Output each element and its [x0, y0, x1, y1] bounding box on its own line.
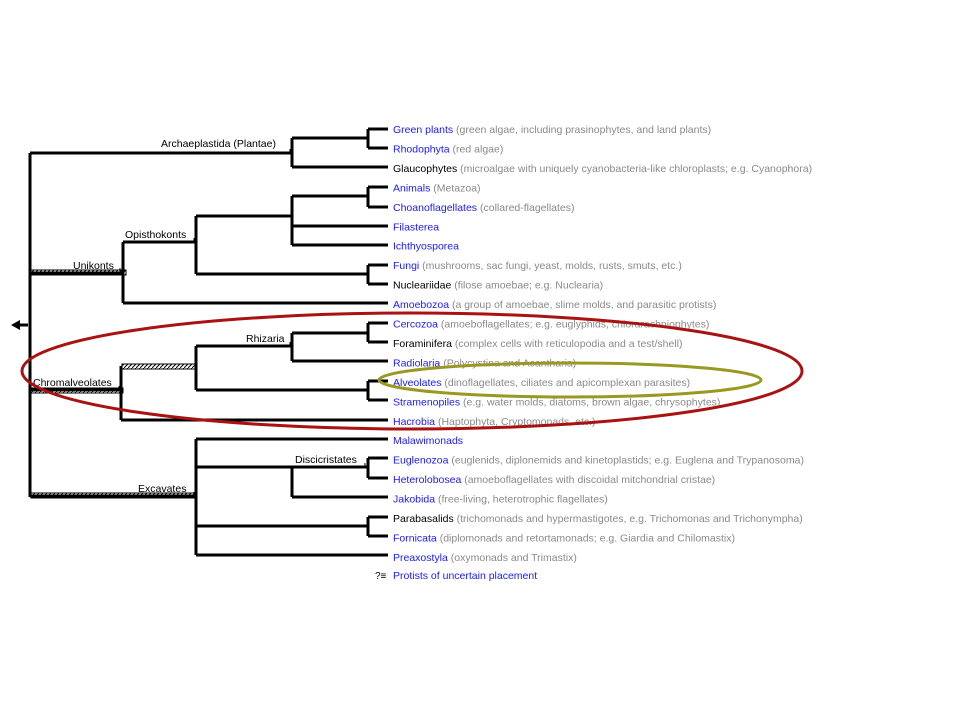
- taxon-alveolates-name[interactable]: Alveolates: [393, 377, 441, 389]
- taxon-cercozoa: Cercozoa (amoeboflagellates; e.g. euglyp…: [393, 319, 709, 331]
- taxon-parabasalids-name: Parabasalids: [393, 513, 454, 525]
- taxon-nucleariidae-name: Nucleariidae: [393, 280, 452, 292]
- taxon-stramenopiles: Stramenopiles (e.g. water molds, diatoms…: [393, 396, 720, 408]
- uncertain-marker-icon: ?≡: [375, 571, 387, 582]
- taxon-fornicata: Fornicata (diplomonads and retortamonads…: [393, 533, 735, 545]
- clade-opisthokonts-label: Opisthokonts: [125, 229, 186, 241]
- tree-branches: [30, 127, 388, 557]
- taxon-radiolaria-name[interactable]: Radiolaria: [393, 357, 440, 369]
- taxon-foraminifera-description: (complex cells with reticulopodia and a …: [452, 338, 683, 350]
- alveolates-highlight-ellipse: [377, 361, 763, 399]
- taxon-ichthyosporea: Ichthyosporea: [393, 241, 459, 253]
- taxon-foraminifera-name: Foraminifera: [393, 338, 452, 350]
- taxon-filasterea: Filasterea: [393, 221, 439, 233]
- root-arrow-icon: [11, 320, 20, 330]
- taxon-ichthyosporea-name[interactable]: Ichthyosporea: [393, 241, 459, 253]
- taxon-glaucophytes-name: Glaucophytes: [393, 163, 457, 175]
- taxon-list: Green plants (green algae, including pra…: [393, 124, 812, 564]
- taxon-glaucophytes: Glaucophytes (microalgae with uniquely c…: [393, 163, 812, 175]
- clade-discicristates-label: Discicristates: [295, 454, 357, 466]
- taxon-green-plants: Green plants (green algae, including pra…: [393, 124, 711, 136]
- taxon-stramenopiles-description: (e.g. water molds, diatoms, brown algae,…: [460, 396, 720, 408]
- taxon-jakobida-name[interactable]: Jakobida: [393, 494, 435, 506]
- taxon-preaxostyla-description: (oxymonads and Trimastix): [448, 552, 577, 564]
- taxon-malawimonads-name[interactable]: Malawimonads: [393, 435, 463, 447]
- taxon-green-plants-name[interactable]: Green plants: [393, 124, 453, 136]
- taxon-jakobida-description: (free-living, heterotrophic flagellates): [435, 494, 608, 506]
- clade-unikonts-label: Unikonts: [73, 260, 114, 272]
- taxon-cercozoa-description: (amoeboflagellates; e.g. euglyphids, chl…: [438, 319, 709, 331]
- clade-rhizaria-label: Rhizaria: [246, 333, 285, 345]
- taxon-foraminifera: Foraminifera (complex cells with reticul…: [393, 338, 682, 350]
- taxon-animals-description: (Metazoa): [430, 182, 480, 194]
- taxon-malawimonads: Malawimonads: [393, 435, 463, 447]
- taxon-parabasalids: Parabasalids (trichomonads and hypermast…: [393, 513, 803, 525]
- taxon-fungi: Fungi (mushrooms, sac fungi, yeast, mold…: [393, 260, 682, 272]
- taxon-fornicata-description: (diplomonads and retortamonads; e.g. Gia…: [437, 533, 735, 545]
- chromalveolates-highlight-ellipse: [20, 311, 804, 431]
- taxon-heterolobosea-description: (amoeboflagellates with discoidal mitcho…: [461, 474, 715, 486]
- taxon-euglenozoa-name[interactable]: Euglenozoa: [393, 455, 449, 467]
- taxon-heterolobosea: Heterolobosea (amoeboflagellates with di…: [393, 474, 715, 486]
- taxon-nucleariidae-description: (filose amoebae; e.g. Nuclearia): [451, 280, 603, 292]
- taxon-amoebozoa-description: (a group of amoebae, slime molds, and pa…: [449, 299, 716, 311]
- taxon-preaxostyla: Preaxostyla (oxymonads and Trimastix): [393, 552, 577, 564]
- taxon-preaxostyla-name[interactable]: Preaxostyla: [393, 552, 448, 564]
- taxon-hacrobia-name[interactable]: Hacrobia: [393, 416, 435, 428]
- clade-label-ticks: [118, 149, 366, 496]
- taxon-animals: Animals (Metazoa): [393, 182, 481, 194]
- rhizaria-hatch: [121, 363, 198, 370]
- taxon-alveolates-description: (dinoflagellates, ciliates and apicomple…: [441, 377, 690, 389]
- taxon-amoebozoa: Amoebozoa (a group of amoebae, slime mol…: [393, 299, 716, 311]
- clade-archaeplastida-label: Archaeplastida (Plantae): [161, 138, 276, 150]
- taxon-green-plants-description: (green algae, including prasinophytes, a…: [453, 124, 711, 136]
- taxon-filasterea-name[interactable]: Filasterea: [393, 221, 439, 233]
- taxon-alveolates: Alveolates (dinoflagellates, ciliates an…: [393, 377, 690, 389]
- taxon-fungi-name[interactable]: Fungi: [393, 260, 419, 272]
- taxon-amoebozoa-name[interactable]: Amoebozoa: [393, 299, 449, 311]
- clade-chromalveolates-label: Chromalveolates: [33, 377, 112, 389]
- taxon-cercozoa-name[interactable]: Cercozoa: [393, 319, 438, 331]
- taxon-jakobida: Jakobida (free-living, heterotrophic fla…: [393, 494, 608, 506]
- taxon-choanoflagellates-name[interactable]: Choanoflagellates: [393, 202, 477, 214]
- clade-excavates-label: Excavates: [138, 483, 186, 495]
- taxon-glaucophytes-description: (microalgae with uniquely cyanobacteria-…: [457, 163, 812, 175]
- uncertain-placement-link[interactable]: Protists of uncertain placement: [393, 570, 537, 582]
- taxon-rhodophyta-description: (red algae): [450, 143, 504, 155]
- taxon-rhodophyta-name[interactable]: Rhodophyta: [393, 143, 450, 155]
- taxon-animals-name[interactable]: Animals: [393, 182, 430, 194]
- taxon-euglenozoa-description: (euglenids, diplonemids and kinetoplasti…: [448, 455, 803, 467]
- taxon-fornicata-name[interactable]: Fornicata: [393, 533, 437, 545]
- taxon-fungi-description: (mushrooms, sac fungi, yeast, molds, rus…: [419, 260, 682, 272]
- taxon-heterolobosea-name[interactable]: Heterolobosea: [393, 474, 461, 486]
- taxon-parabasalids-description: (trichomonads and hypermastigotes, e.g. …: [454, 513, 803, 525]
- taxon-stramenopiles-name[interactable]: Stramenopiles: [393, 396, 460, 408]
- taxon-choanoflagellates: Choanoflagellates (collared-flagellates): [393, 202, 575, 214]
- taxon-euglenozoa: Euglenozoa (euglenids, diplonemids and k…: [393, 455, 804, 467]
- taxon-choanoflagellates-description: (collared-flagellates): [477, 202, 574, 214]
- taxon-nucleariidae: Nucleariidae (filose amoebae; e.g. Nucle…: [393, 280, 603, 292]
- taxon-rhodophyta: Rhodophyta (red algae): [393, 143, 503, 155]
